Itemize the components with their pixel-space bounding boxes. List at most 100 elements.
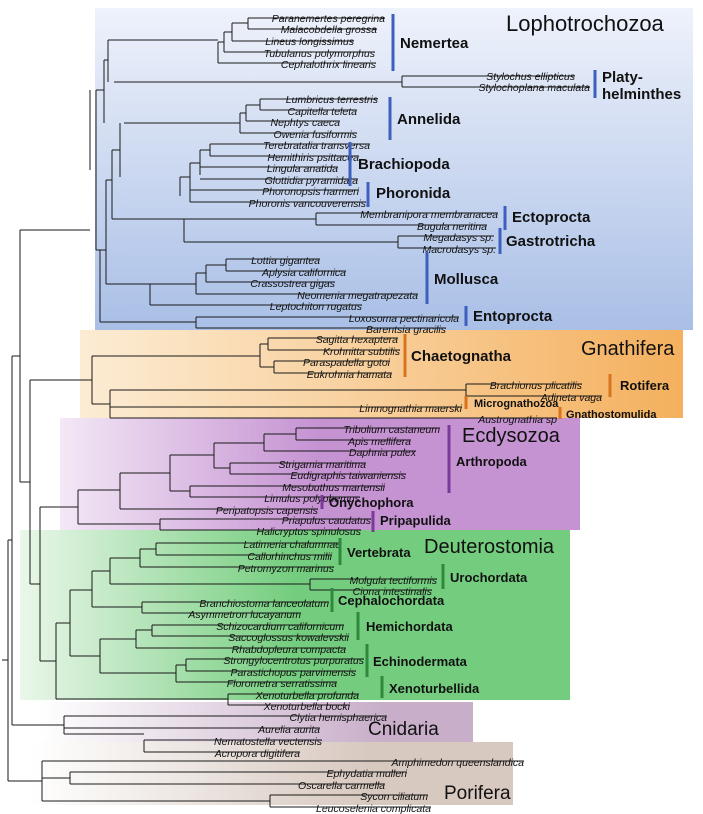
group-label-onychophora: Onychophora — [329, 495, 414, 510]
taxon-label: Oscarella carmella — [298, 780, 385, 792]
clade-title-lophotrochozoa: Lophotrochozoa — [506, 11, 665, 36]
group-label-rotifera: Rotifera — [620, 378, 670, 393]
taxon-label: Petromyzon marinus — [238, 563, 335, 575]
taxon-label: Xenoturbella bocki — [263, 701, 351, 713]
gnathifera-box — [80, 330, 683, 418]
taxon-label: Barentsia gracilis — [366, 324, 447, 336]
taxon-label: Krohnitta subtilis — [323, 346, 401, 358]
taxon-label: Owenia fusiformis — [274, 129, 358, 141]
taxon-label: Sagitta hexaptera — [316, 334, 398, 346]
tree-branch — [89, 39, 218, 323]
taxon-label: Nephtys caeca — [271, 117, 341, 129]
group-label-gastrotricha: Gastrotricha — [506, 233, 596, 250]
taxon-label: Cephalothrix linearis — [281, 59, 377, 71]
taxon-label: Ciona intestinalis — [353, 586, 433, 598]
taxon-label: Latimeria chalumnae — [244, 539, 342, 551]
taxon-label: Paranemertes peregrina — [272, 13, 385, 25]
group-label-platyhelminthes-1: Platy- — [602, 69, 643, 86]
tree-branch — [179, 143, 370, 203]
taxon-label: Lineus longissimus — [265, 36, 354, 48]
taxon-label: Capitella teleta — [288, 106, 358, 118]
taxon-label: Lottia gigantea — [251, 255, 320, 267]
taxon-label: Limulus polyphemus — [264, 493, 360, 505]
taxon-label: Parastichopus parvimensis — [231, 667, 357, 679]
tree-branch — [149, 258, 418, 306]
group-label-hemichordata: Hemichordata — [366, 619, 453, 634]
group-bars — [320, 14, 612, 698]
group-label-platyhelminthes-2: helminthes — [602, 86, 681, 103]
taxon-label: Saccoglossus kowalevskii — [228, 632, 349, 644]
taxon-label: Strongylocentrotus purpuratus — [223, 655, 364, 667]
taxon-label: Branchiostoma lanceolatum — [199, 598, 329, 610]
taxon-label: Ephydatia mulleri — [326, 768, 407, 780]
taxon-label: Callorhinchus milii — [247, 551, 332, 563]
group-label-nemertea: Nemertea — [400, 35, 469, 52]
taxon-label: Limnognathia maerski — [359, 403, 462, 415]
taxon-label: Leucoselenia complicata — [316, 803, 431, 814]
group-label-mollusca: Mollusca — [434, 271, 499, 288]
tree-branch — [217, 17, 385, 64]
taxon-label: Peripatopsis capensis — [216, 505, 319, 517]
taxon-label: Amphimedon queenslandica — [390, 757, 524, 769]
taxon-label: Phoronis vancouverensis — [249, 198, 367, 210]
taxon-label: Tubulanus polymorphus — [264, 48, 376, 60]
taxon-label: Leptochiton rugatus — [270, 301, 363, 313]
tree-branch — [114, 75, 590, 88]
group-label-entoprocta: Entoprocta — [473, 308, 553, 325]
tree-branch — [183, 212, 498, 249]
clade-title-ecdysozoa: Ecdysozoa — [462, 425, 561, 447]
group-label-gnathostomulida: Gnathostomulida — [566, 409, 657, 421]
group-label-echinodermata: Echinodermata — [373, 654, 468, 669]
taxon-label: Mesobuthus martensii — [282, 482, 385, 494]
group-label-brachiopoda: Brachiopoda — [358, 156, 450, 173]
taxon-label: Molgula tectiformis — [349, 575, 437, 587]
taxon-label: Acropora digitifera — [214, 748, 300, 760]
taxon-label: Apis mellifera — [347, 436, 411, 448]
taxon-label: Daphnia pulex — [349, 447, 417, 459]
group-label-vertebrata: Vertebrata — [347, 545, 411, 560]
taxon-label: Strigamia maritima — [278, 459, 366, 471]
taxon-label: Stylochoplana maculata — [479, 82, 591, 94]
taxon-label: Membranipora membranacea — [360, 209, 498, 221]
taxon-label: Stylochus ellipticus — [486, 71, 575, 83]
taxon-label: Eudigraphis taiwaniensis — [290, 470, 406, 482]
taxon-label: Aplysia californica — [261, 267, 346, 279]
group-label-cephalochordata: Cephalochordata — [338, 593, 445, 608]
clade-title-cnidaria: Cnidaria — [368, 719, 439, 740]
group-label-urochordata: Urochordata — [450, 570, 528, 585]
group-label-annelida: Annelida — [397, 111, 461, 128]
taxon-label: Schizocardium californicum — [216, 621, 344, 633]
taxon-label: Florometra serratissima — [227, 678, 337, 690]
group-label-phoronida: Phoronida — [376, 185, 451, 202]
taxon-label: Hemithiris psittacea — [267, 152, 359, 164]
group-label-ectoprocta: Ectoprocta — [512, 209, 591, 226]
group-label-arthropoda: Arthropoda — [456, 454, 528, 469]
taxon-label: Sycon ciliatum — [360, 791, 428, 803]
group-label-micrognathozoa: Micrognathozoa — [474, 398, 559, 410]
group-label-xenoturbellida: Xenoturbellida — [389, 681, 480, 696]
tree-branch — [124, 98, 378, 134]
taxon-label: Halicryptus spinulosus — [257, 526, 362, 538]
clade-title-porifera: Porifera — [444, 783, 511, 804]
taxon-label: Clytia hemisphaerica — [290, 712, 388, 724]
taxon-label: Lingula anatida — [267, 163, 338, 175]
clade-title-gnathifera: Gnathifera — [581, 338, 675, 360]
taxon-label: Megadasys sp. — [423, 232, 494, 244]
taxon-label: Malacobdella grossa — [281, 24, 377, 36]
taxon-label: Priapulus caudatus — [282, 515, 372, 527]
taxon-label: Aurelia aurita — [257, 724, 320, 736]
group-label-chaetognatha: Chaetognatha — [411, 348, 512, 365]
taxon-label: Neomenia megatrapezata — [297, 290, 418, 302]
taxon-label: Austrognathia sp — [477, 414, 557, 426]
tree-branches — [2, 17, 602, 808]
taxon-label: Phoronopsis harmeri — [262, 186, 360, 198]
taxon-label: Asymmetron lucayanum — [187, 609, 301, 621]
taxon-labels: Paranemertes peregrina Malacobdella gros… — [187, 13, 602, 814]
taxon-label: Glottidia pyramidata — [265, 175, 359, 187]
taxon-label: Brachionus plicatilis — [490, 380, 583, 392]
tree-branch — [2, 355, 64, 782]
taxon-label: Terebratalia transversa — [263, 140, 370, 152]
taxon-label: Lumbricus terrestris — [286, 94, 379, 106]
cnidaria-box — [40, 702, 473, 742]
